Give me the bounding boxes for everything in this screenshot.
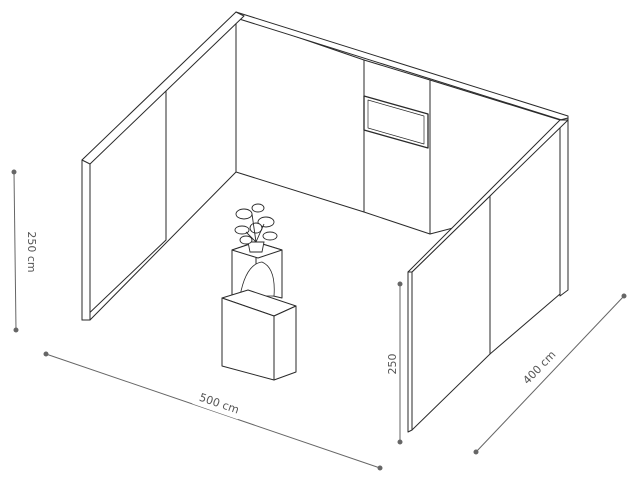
left-wall-edge — [81, 155, 91, 321]
right-wall-end-edge — [559, 117, 569, 297]
plant-leaf — [257, 216, 275, 228]
height-label: 250 cm — [25, 231, 38, 272]
front-height-dimension-end — [397, 439, 403, 445]
plant-leaf — [239, 235, 253, 245]
plant-leaf — [234, 225, 250, 235]
wall-screen-inner — [367, 99, 425, 145]
width-dimension-line — [45, 353, 381, 469]
width-dimension-end — [377, 465, 383, 471]
depth-dimension-line — [475, 295, 625, 453]
left-wall-top-rail — [81, 11, 245, 165]
depth-dimension-end — [621, 293, 627, 299]
right-wall-top-rail — [407, 119, 569, 273]
height-dimension-end — [11, 169, 17, 175]
back-wall-left — [235, 15, 365, 213]
front-height-dimension-end — [397, 281, 403, 287]
plant-leaf — [251, 203, 265, 213]
pedestal-front-right — [273, 305, 297, 381]
depth-dimension-end — [473, 449, 479, 455]
right-wall-edge — [407, 269, 413, 433]
height-dimension-end — [13, 327, 19, 333]
pedestal-bag — [239, 261, 275, 297]
front-height-label: 250 — [386, 354, 399, 375]
back-wall-column — [363, 59, 431, 235]
plant — [234, 203, 278, 253]
height-dimension-line — [13, 171, 17, 331]
plant-stem — [245, 213, 265, 243]
plant-leaf — [262, 231, 278, 241]
width-dimension-end — [43, 351, 49, 357]
plant-leaf — [235, 208, 253, 220]
plant-pot — [247, 241, 265, 253]
